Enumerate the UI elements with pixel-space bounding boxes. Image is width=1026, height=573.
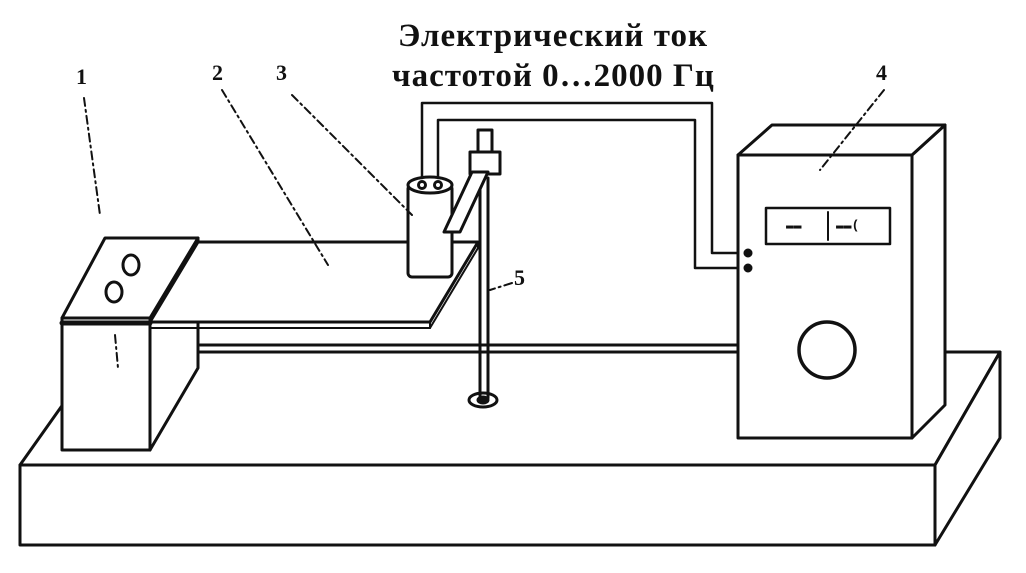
display-right-reading: ▬▬( bbox=[836, 218, 860, 233]
label-2: 2 bbox=[212, 60, 223, 85]
label-5: 5 bbox=[514, 265, 525, 290]
title-line-1: Электрический ток bbox=[398, 18, 708, 54]
signal-wires bbox=[420, 101, 750, 270]
label-4: 4 bbox=[876, 60, 887, 85]
label-3: 3 bbox=[276, 60, 287, 85]
control-dial bbox=[797, 320, 857, 380]
title-line-2: частотой 0…2000 Гц bbox=[392, 58, 715, 94]
stand-rod bbox=[442, 128, 502, 409]
display-left-reading: ▬▬ bbox=[786, 218, 802, 233]
leader-lines bbox=[83, 89, 885, 369]
sensor-cylinder bbox=[406, 175, 454, 279]
knob-lower bbox=[104, 280, 124, 304]
clamp-box bbox=[59, 236, 200, 452]
knob-upper bbox=[121, 253, 141, 277]
frequency-generator bbox=[736, 123, 947, 440]
label-1: 1 bbox=[76, 64, 87, 89]
sample-plate bbox=[148, 240, 480, 329]
